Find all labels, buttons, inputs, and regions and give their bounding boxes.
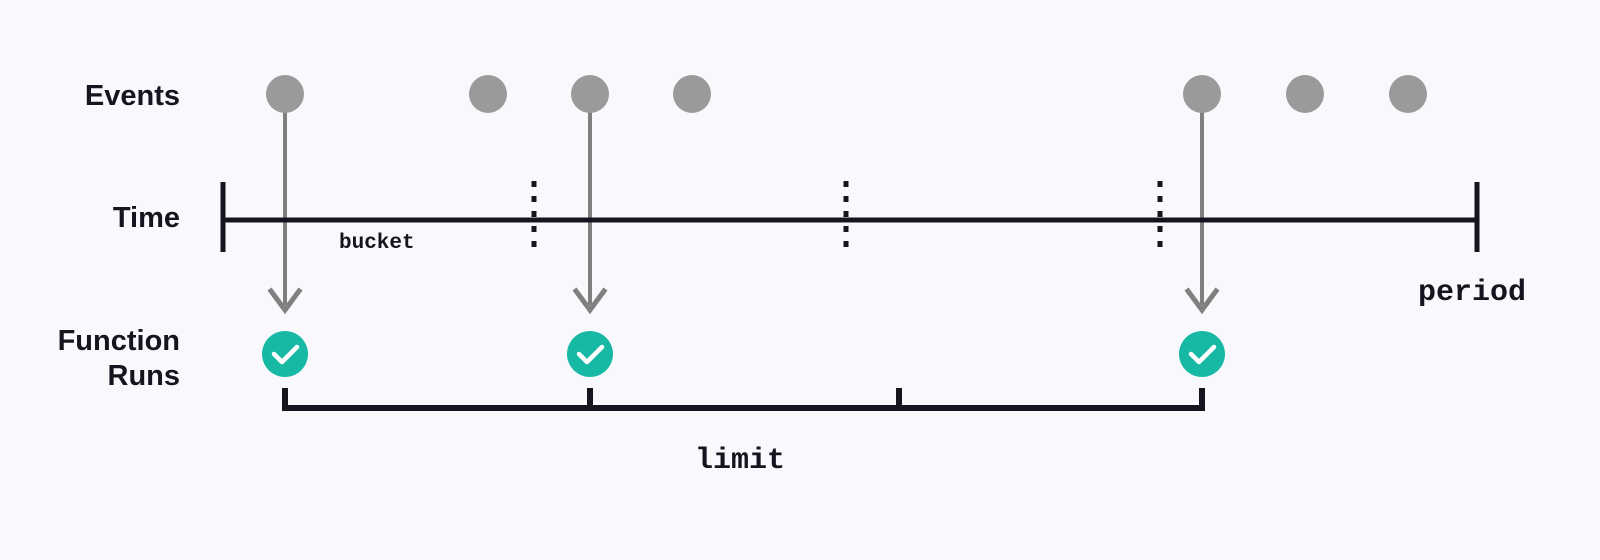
arrow-head-event-5 [1184,287,1220,315]
event-connectors [267,112,1220,315]
period-annotation-label: period [1418,276,1526,310]
function-runs-row-label-line2: Runs [108,360,181,392]
run-status-circle [567,331,613,377]
event-dot[interactable] [571,75,609,113]
event-dot[interactable] [1286,75,1324,113]
event-dot[interactable] [1183,75,1221,113]
time-axis [220,181,1480,252]
check-icon [1188,344,1217,365]
arrow-head-event-3 [572,287,608,315]
function-runs-row [262,331,1225,377]
time-row-label: Time [113,202,180,234]
run-status-circle [262,331,308,377]
function-run-marker[interactable] [1179,331,1225,377]
events-row-label: Events [85,80,180,112]
limit-annotation-label: limit [695,444,785,478]
check-icon [576,344,605,365]
check-icon [271,344,300,365]
function-runs-row-label-line1: Function [58,325,180,357]
arrow-head-event-1 [267,287,303,315]
event-dot[interactable] [266,75,304,113]
run-status-circle [1179,331,1225,377]
function-run-marker[interactable] [567,331,613,377]
limit-bracket [282,388,1205,411]
event-dot[interactable] [673,75,711,113]
bucket-annotation-label: bucket [339,232,415,255]
events-row [266,75,1427,113]
function-run-marker[interactable] [262,331,308,377]
event-dot[interactable] [469,75,507,113]
event-dot[interactable] [1389,75,1427,113]
limit-bracket-path [282,388,1205,411]
